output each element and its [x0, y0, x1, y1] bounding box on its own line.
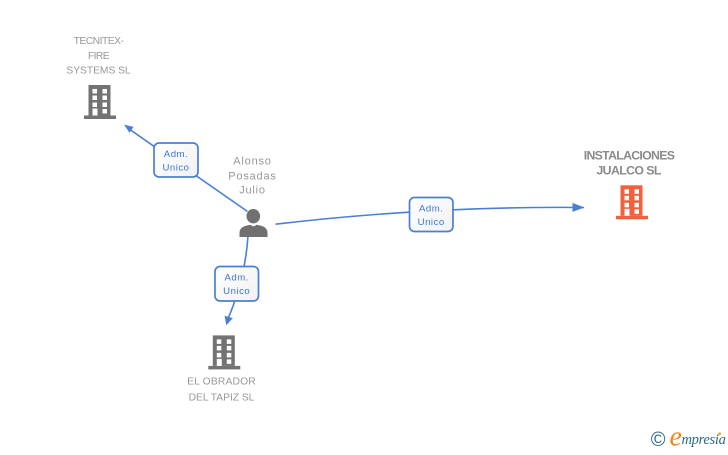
svg-text:mpresia: mpresia: [682, 432, 726, 448]
svg-text:Adm.: Adm.: [164, 149, 188, 160]
svg-text:EL OBRADOR: EL OBRADOR: [187, 377, 256, 388]
svg-text:Adm.: Adm.: [224, 273, 248, 284]
svg-text:Unico: Unico: [162, 163, 189, 174]
svg-text:Julio: Julio: [239, 185, 266, 197]
svg-text:©: ©: [651, 429, 666, 450]
svg-text:Adm.: Adm.: [419, 204, 443, 215]
svg-text:Unico: Unico: [223, 286, 250, 297]
svg-text:e: e: [670, 422, 682, 451]
svg-text:TECNITEX-: TECNITEX-: [74, 36, 124, 47]
svg-text:SYSTEMS SL: SYSTEMS SL: [66, 65, 130, 76]
svg-text:INSTALACIONES: INSTALACIONES: [584, 148, 675, 162]
svg-text:DEL TAPIZ SL: DEL TAPIZ SL: [189, 392, 255, 403]
svg-text:FIRE: FIRE: [88, 51, 110, 62]
svg-text:Posadas: Posadas: [228, 171, 276, 183]
svg-text:JUALCO SL: JUALCO SL: [596, 163, 661, 177]
svg-text:Unico: Unico: [418, 217, 445, 228]
svg-text:Alonso: Alonso: [233, 156, 271, 168]
